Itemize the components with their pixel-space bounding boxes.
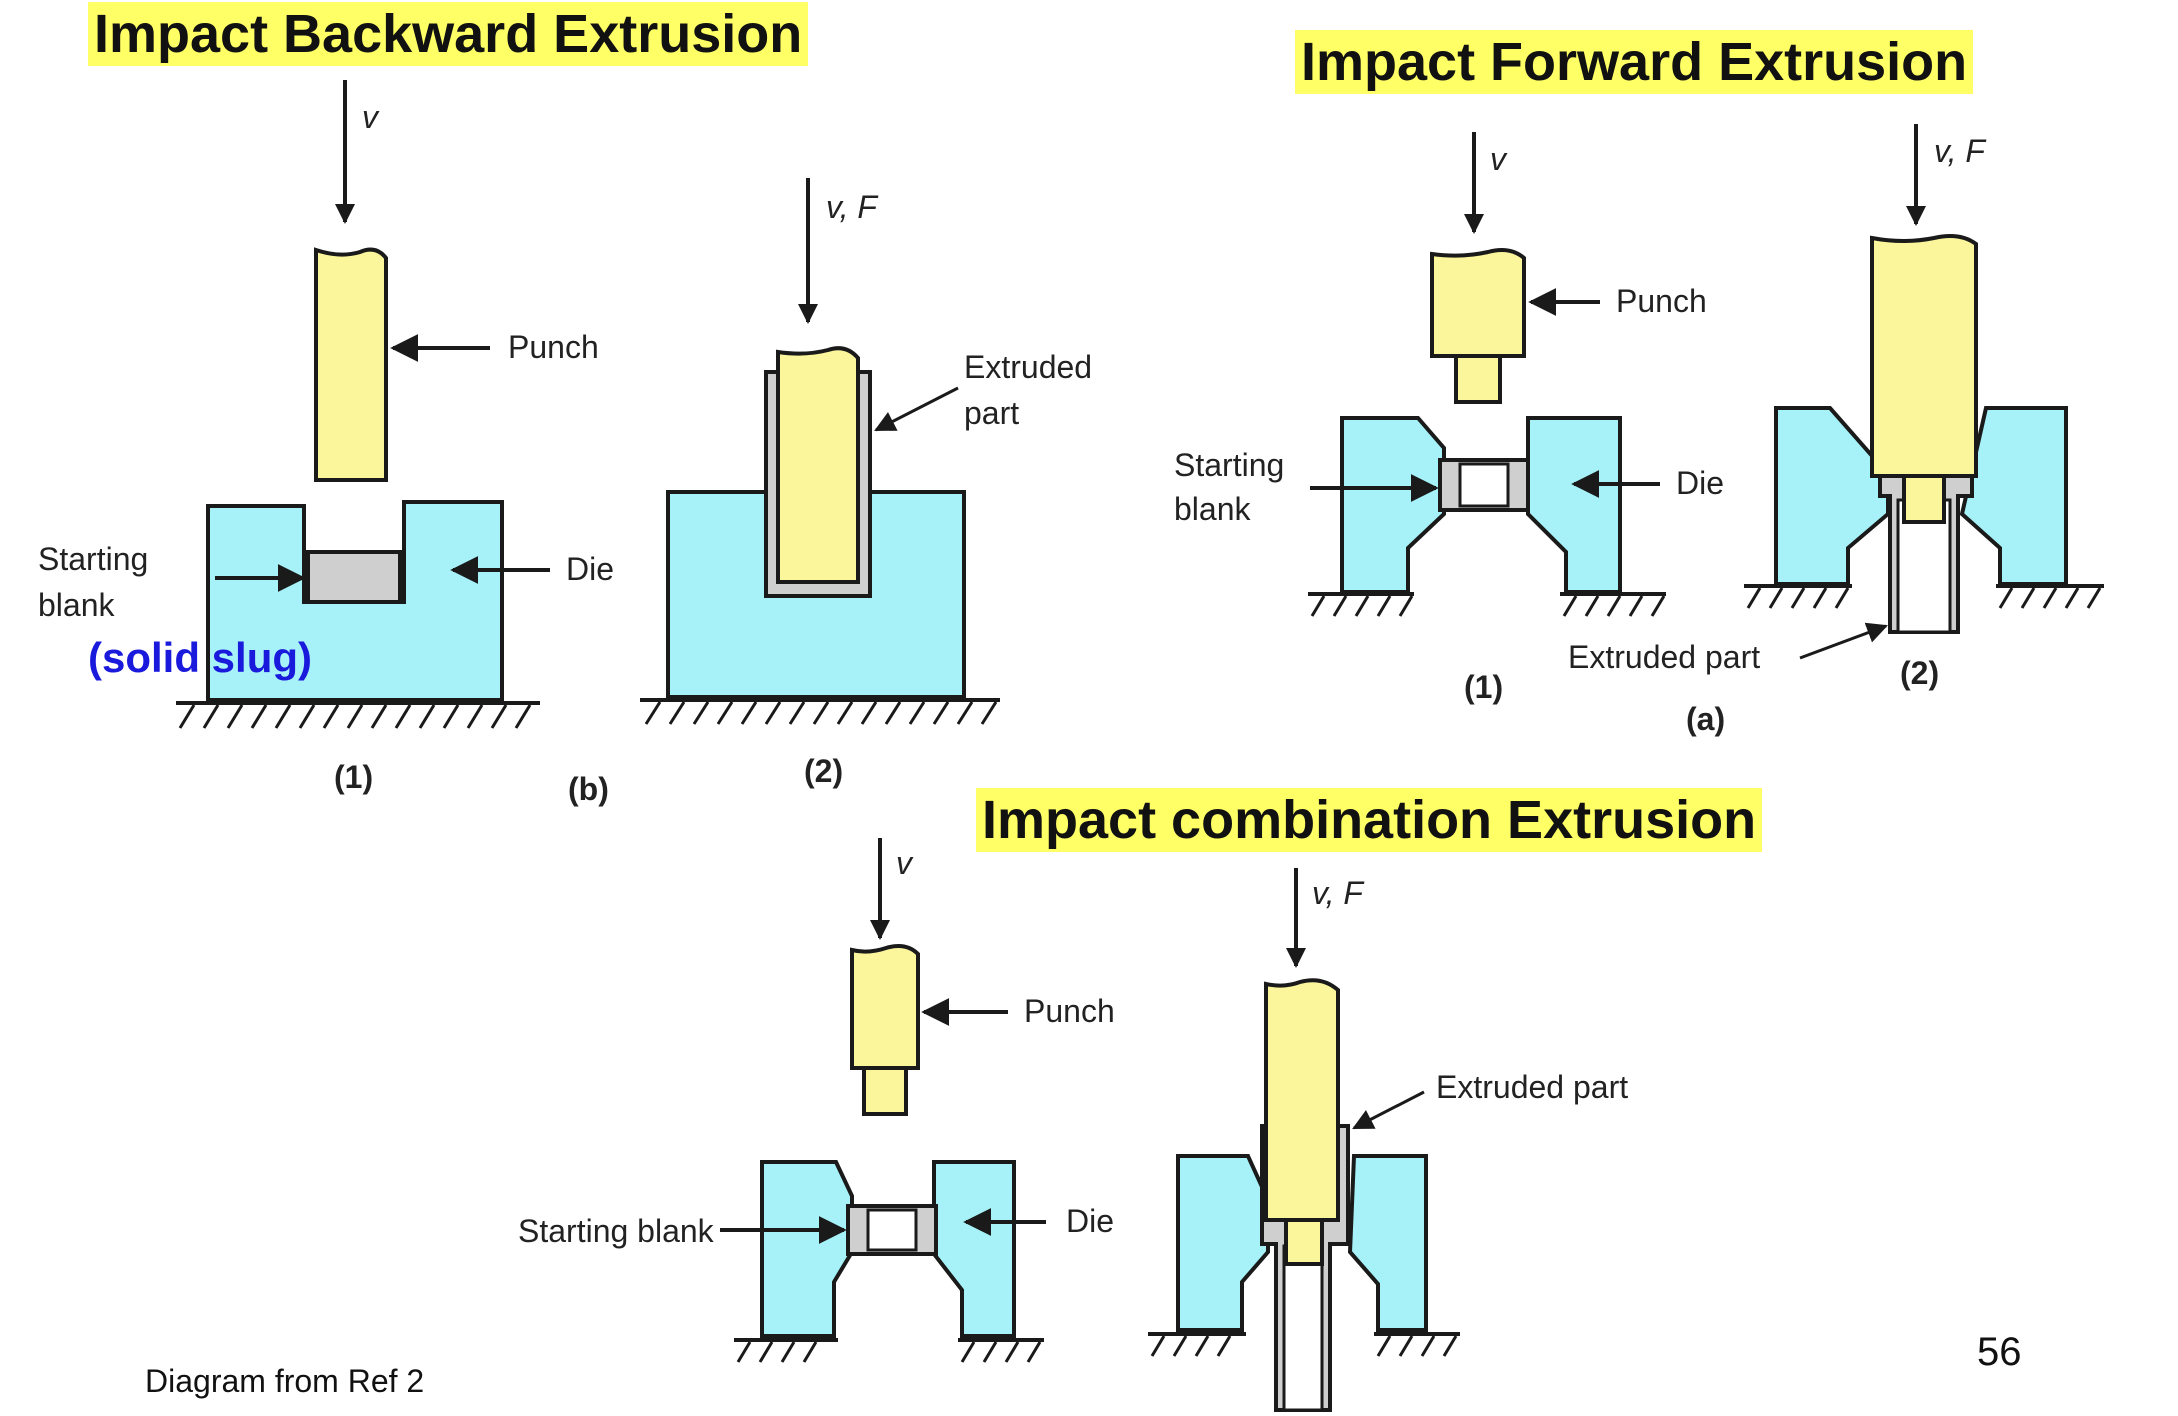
die-left — [760, 1160, 854, 1338]
extruded-tube-bore — [1282, 1244, 1324, 1412]
die — [206, 500, 504, 702]
forward-step2: v, F Extruded part (2) — [1568, 124, 2104, 691]
die-label: Die — [1066, 1203, 1114, 1239]
starting-blank — [306, 550, 402, 604]
extruded-pointer — [1352, 1090, 1425, 1130]
ground-hatch — [178, 704, 532, 729]
starting-label: Starting — [38, 541, 148, 577]
ground-hatch — [1150, 1335, 1458, 1357]
die-left — [1340, 416, 1446, 594]
velocity-label: v — [362, 99, 380, 135]
punch-body — [1430, 248, 1526, 358]
combination-step1: v Punch Starting blank Die — [518, 838, 1115, 1363]
part-label: part — [964, 395, 1019, 431]
punch-body — [1870, 234, 1978, 478]
diagram-reference: Diagram from Ref 2 — [145, 1363, 425, 1399]
die-left — [1176, 1154, 1270, 1332]
forward-step1: v Punch Starting blank Die (1) — [1174, 132, 1724, 705]
die-label: Die — [566, 551, 614, 587]
die-label: Die — [1676, 465, 1724, 501]
extruded-part-label: Extruded part — [1436, 1069, 1628, 1105]
starting-blank-label: Starting blank — [518, 1213, 715, 1249]
punch-tip — [862, 1066, 908, 1116]
extruded-part-label: Extruded part — [1568, 639, 1760, 675]
title-combination-extrusion: Impact combination Extrusion — [976, 788, 1763, 852]
punch-label: Punch — [1616, 283, 1707, 319]
blank-label: blank — [38, 587, 116, 623]
ground-hatch — [644, 701, 998, 725]
die-right — [932, 1160, 1016, 1338]
ground-hatch — [1746, 587, 2102, 609]
extruded-pointer — [1799, 622, 1888, 660]
extruded-pointer — [874, 386, 959, 432]
step1-label: (1) — [1464, 669, 1503, 705]
punch-tip — [1454, 354, 1502, 404]
die-right — [1347, 1154, 1428, 1332]
ground-hatch — [736, 1341, 1042, 1363]
velocity-force-label: v, F — [826, 189, 879, 225]
step2-label: (2) — [804, 753, 843, 789]
extruded-label: Extruded — [964, 349, 1092, 385]
punch-body — [850, 944, 920, 1070]
page-number: 56 — [1977, 1330, 2022, 1374]
punch-label: Punch — [1024, 993, 1115, 1029]
die-right — [1526, 416, 1622, 594]
blank-label: blank — [1174, 491, 1252, 527]
velocity-force-label: v, F — [1312, 875, 1365, 911]
velocity-force-label: v, F — [1934, 133, 1987, 169]
solid-slug-note: (solid slug) — [88, 634, 312, 681]
ground-hatch — [1310, 595, 1666, 617]
step2-label: (2) — [1900, 655, 1939, 691]
blank-hole — [1458, 462, 1510, 508]
punch-body — [1264, 978, 1340, 1222]
punch-label: Punch — [508, 329, 599, 365]
fig-a-label: (a) — [1686, 701, 1725, 737]
backward-step2: v, F Extruded part (2) — [640, 178, 1092, 789]
blank-hole — [866, 1208, 918, 1252]
velocity-label: v — [1490, 141, 1508, 177]
backward-step1: v Punch Starting blank (solid slug) Die … — [38, 80, 614, 795]
punch-tip — [1284, 1216, 1324, 1266]
punch — [776, 346, 860, 584]
starting-label: Starting — [1174, 447, 1284, 483]
fig-b-label: (b) — [568, 771, 609, 807]
title-backward-extrusion: Impact Backward Extrusion — [88, 2, 809, 66]
punch — [314, 247, 388, 482]
punch-tip — [1902, 474, 1946, 524]
title-forward-extrusion: Impact Forward Extrusion — [1295, 30, 1974, 94]
combination-step2: v, F Extruded part — [1148, 868, 1628, 1412]
step1-label: (1) — [334, 759, 373, 795]
velocity-label: v — [896, 845, 914, 881]
